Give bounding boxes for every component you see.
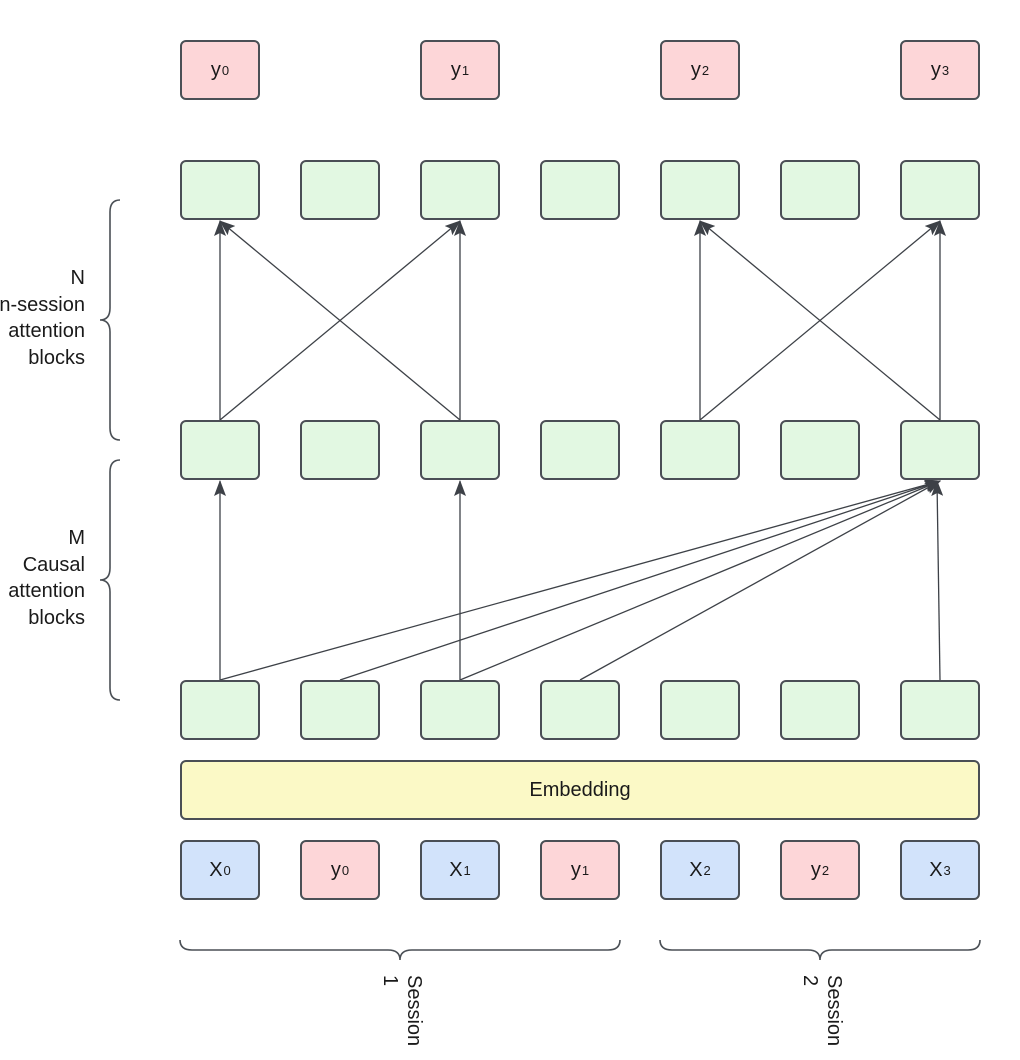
embedding-layer: Embedding — [180, 760, 980, 820]
hidden-state-middle — [540, 420, 620, 480]
brace-session-2 — [659, 939, 981, 961]
attn-arrow-lower — [459, 480, 941, 681]
hidden-state-middle — [180, 420, 260, 480]
attn-arrow-lower — [931, 480, 944, 681]
hidden-state-top — [660, 160, 740, 220]
attn-arrow-upper — [219, 220, 461, 421]
hidden-state-bottom — [660, 680, 740, 740]
hidden-state-top — [300, 160, 380, 220]
hidden-state-bottom — [900, 680, 980, 740]
m-blocks-label: M Causal attention blocks — [8, 527, 85, 629]
session-2-label: Session 2 — [799, 975, 845, 1047]
hidden-state-middle — [900, 420, 980, 480]
attn-arrow-lower — [219, 479, 941, 681]
hidden-state-middle — [300, 420, 380, 480]
hidden-state-middle — [780, 420, 860, 480]
attn-arrow-lower — [579, 480, 941, 681]
attn-arrow-upper — [699, 220, 941, 421]
hidden-state-bottom — [420, 680, 500, 740]
hidden-state-bottom — [540, 680, 620, 740]
hidden-state-bottom — [300, 680, 380, 740]
session-1-label: Session 1 — [379, 975, 425, 1047]
hidden-state-top — [900, 160, 980, 220]
hidden-state-top — [540, 160, 620, 220]
brace-n-blocks — [99, 199, 121, 441]
attn-arrow-lower — [339, 480, 941, 681]
n-blocks-label: N In-session attention blocks — [0, 267, 85, 369]
hidden-state-top — [420, 160, 500, 220]
hidden-state-bottom — [180, 680, 260, 740]
hidden-state-middle — [660, 420, 740, 480]
brace-m-blocks — [99, 459, 121, 701]
hidden-state-top — [780, 160, 860, 220]
hidden-state-top — [180, 160, 260, 220]
hidden-state-bottom — [780, 680, 860, 740]
brace-session-1 — [179, 939, 621, 961]
hidden-state-middle — [420, 420, 500, 480]
